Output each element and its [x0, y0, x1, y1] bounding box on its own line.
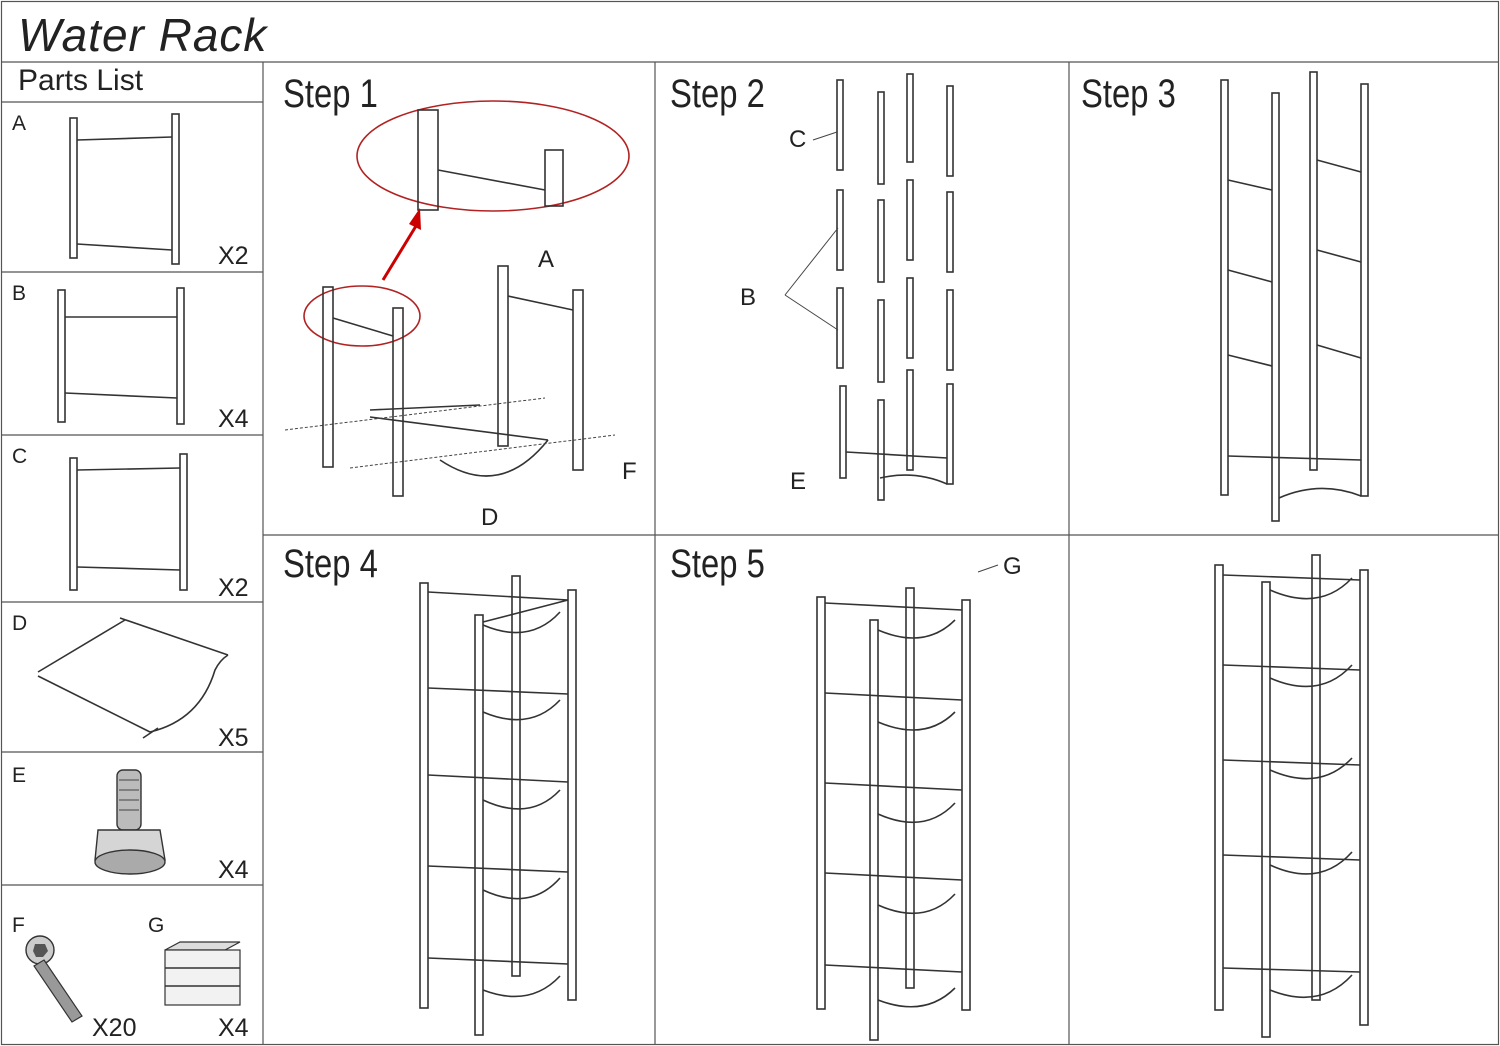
step1-callout-a: A — [538, 246, 555, 273]
step2-callout-e: E — [790, 468, 807, 495]
part-d-drawing — [37, 617, 229, 739]
step1-label: Step 1 — [283, 72, 378, 116]
step3-label: Step 3 — [1081, 72, 1176, 116]
sheet-title: Water Rack — [18, 9, 268, 61]
part-g-qty: X4 — [218, 1014, 249, 1042]
step2-callout-c: C — [789, 126, 807, 153]
step3-drawing — [1220, 71, 1369, 522]
step1-callout-f: F — [622, 458, 637, 485]
step1-callout-d: D — [481, 504, 499, 531]
final-rack-drawing — [1214, 554, 1369, 1038]
part-g-drawing — [164, 941, 241, 1006]
part-f-drawing — [25, 935, 83, 1023]
step4-drawing — [419, 575, 577, 1036]
part-e-drawing — [94, 769, 166, 875]
part-e-letter: E — [12, 764, 27, 787]
part-a-drawing — [69, 113, 180, 265]
part-d-letter: D — [12, 612, 28, 635]
part-b-letter: B — [12, 282, 27, 305]
step4-label: Step 4 — [283, 542, 378, 586]
part-b-drawing — [57, 287, 185, 425]
step2-label: Step 2 — [670, 72, 765, 116]
step5-callout-g: G — [1003, 553, 1022, 580]
part-f-letter: F — [12, 914, 25, 937]
part-a-letter: A — [12, 112, 27, 135]
step2-drawing — [784, 73, 954, 501]
step5-label: Step 5 — [670, 542, 765, 586]
part-c-letter: C — [12, 445, 28, 468]
parts-list-heading: Parts List — [18, 64, 144, 97]
part-e-qty: X4 — [218, 856, 249, 884]
part-d-qty: X5 — [218, 724, 249, 752]
part-c-qty: X2 — [218, 574, 249, 602]
step1-drawing — [284, 100, 630, 497]
part-b-qty: X4 — [218, 405, 249, 433]
step5-drawing — [816, 564, 999, 1041]
part-c-drawing — [69, 453, 188, 591]
step2-callout-b: B — [740, 284, 757, 311]
part-a-qty: X2 — [218, 242, 249, 270]
part-g-letter: G — [148, 914, 165, 937]
part-f-qty: X20 — [92, 1014, 137, 1042]
